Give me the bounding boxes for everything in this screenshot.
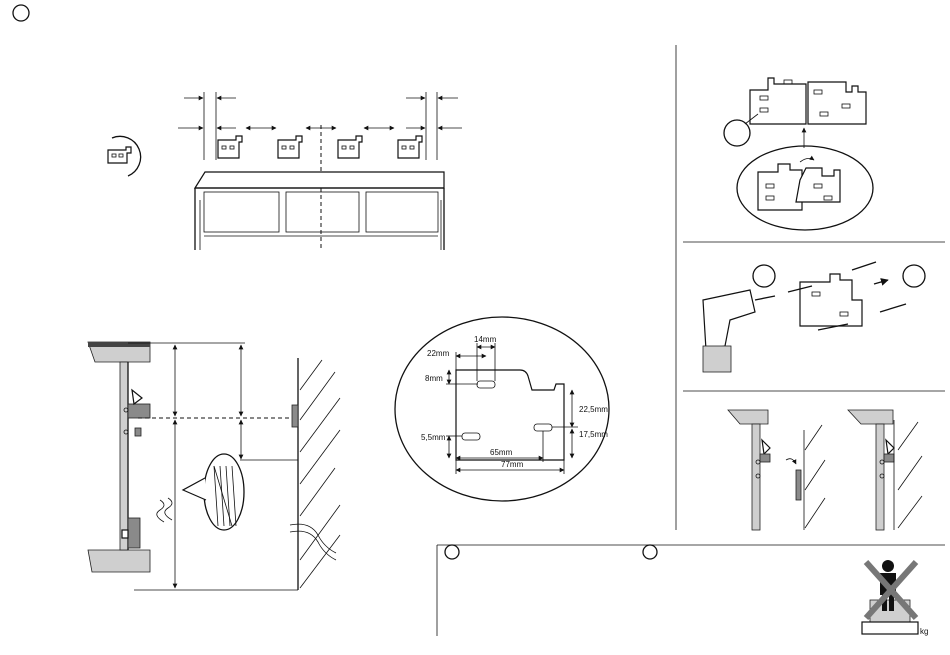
wall-mount-side-panel xyxy=(88,342,340,590)
dim-14mm: 14mm xyxy=(474,335,497,344)
dim-5-5mm: 5,5mm xyxy=(421,433,446,442)
cabinet-illustration xyxy=(195,172,444,250)
hang-on-wall-panel xyxy=(728,410,922,530)
bracket-2 xyxy=(278,136,302,158)
drill-screws-panel xyxy=(703,262,925,372)
bracket-3 xyxy=(338,136,362,158)
bracket-dimensions-panel: 14mm 22mm 8mm 22,5mm 17,5mm 5,5mm 65mm 7… xyxy=(395,317,609,501)
bracket-1 xyxy=(218,136,242,158)
wall-hatching xyxy=(300,360,340,588)
dim-8mm: 8mm xyxy=(425,374,443,383)
warning-circle-icon-2 xyxy=(643,545,657,559)
weight-label: kg xyxy=(920,627,928,636)
dim-77mm: 77mm xyxy=(501,460,524,469)
no-standing-warning-icon: kg xyxy=(862,560,928,636)
dim-65mm: 65mm xyxy=(490,448,513,457)
language-circle-icon xyxy=(13,5,29,21)
dim-22-5mm: 22,5mm xyxy=(579,405,608,414)
bracket-icon xyxy=(108,136,141,176)
bracket-4 xyxy=(398,136,422,158)
drill-icon xyxy=(703,290,775,372)
dim-17-5mm: 17,5mm xyxy=(579,430,608,439)
dim-22mm: 22mm xyxy=(427,349,450,358)
zoom-callout xyxy=(183,454,244,530)
bracket-assembly-panel xyxy=(724,78,873,230)
warning-circle-icon-1 xyxy=(445,545,459,559)
bracket-spacing-panel xyxy=(108,92,462,250)
